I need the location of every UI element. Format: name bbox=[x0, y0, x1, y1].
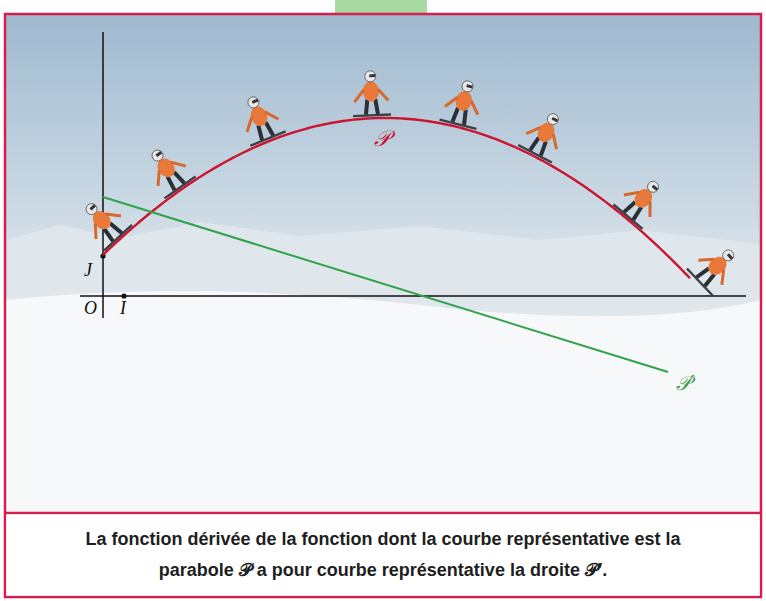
point-name: J bbox=[84, 261, 92, 281]
skier-goggles bbox=[156, 151, 163, 157]
caption-ground bbox=[7, 515, 760, 596]
skier-goggles bbox=[652, 185, 659, 191]
skier-helmet bbox=[246, 95, 260, 109]
skier-goggles bbox=[252, 99, 259, 104]
caption-divider bbox=[5, 512, 761, 515]
skier-legs bbox=[365, 99, 378, 115]
y-axis bbox=[102, 32, 104, 318]
skier-figure bbox=[440, 76, 488, 128]
skier-figure bbox=[613, 170, 671, 229]
ski bbox=[518, 145, 552, 162]
skier-goggles bbox=[466, 84, 473, 88]
skier-goggles bbox=[90, 204, 96, 210]
caption-text: La fonction dérivée de la fonction dont … bbox=[50, 524, 716, 586]
point-name: O bbox=[84, 299, 97, 319]
skier-arms bbox=[526, 123, 562, 149]
ski bbox=[353, 114, 391, 116]
point-name: I bbox=[120, 299, 126, 319]
skier-goggles bbox=[727, 253, 733, 259]
curve-name: 𝒫 bbox=[374, 127, 390, 151]
skier-jacket bbox=[362, 81, 379, 102]
curve-name: 𝒫′ bbox=[676, 372, 695, 394]
skier-arms bbox=[354, 89, 389, 103]
unit-point-i bbox=[121, 293, 126, 298]
skier-helmet bbox=[545, 112, 560, 127]
skier-helmet bbox=[365, 71, 376, 82]
skier-figure bbox=[74, 192, 132, 250]
skier-arms bbox=[445, 95, 481, 115]
distant-hills bbox=[5, 222, 761, 513]
x-axis bbox=[80, 295, 746, 297]
derivative-line bbox=[103, 197, 668, 372]
skier-figure bbox=[687, 238, 745, 296]
skier-arms bbox=[243, 108, 279, 132]
sky-background bbox=[5, 14, 761, 513]
skier-figure bbox=[518, 106, 572, 163]
skier-helmet bbox=[720, 248, 736, 264]
skier-helmet bbox=[150, 148, 165, 163]
ski bbox=[250, 131, 285, 145]
skier-helmet bbox=[461, 80, 474, 93]
snow-ground bbox=[5, 291, 761, 513]
skier-goggles bbox=[552, 117, 559, 122]
parabola-curve bbox=[103, 118, 690, 278]
skier-figure bbox=[351, 70, 391, 116]
skier-figure bbox=[139, 140, 196, 198]
skier-helmet bbox=[645, 179, 660, 194]
frame-border bbox=[5, 14, 761, 597]
skier-helmet bbox=[84, 201, 100, 217]
skier-goggles bbox=[369, 74, 375, 77]
